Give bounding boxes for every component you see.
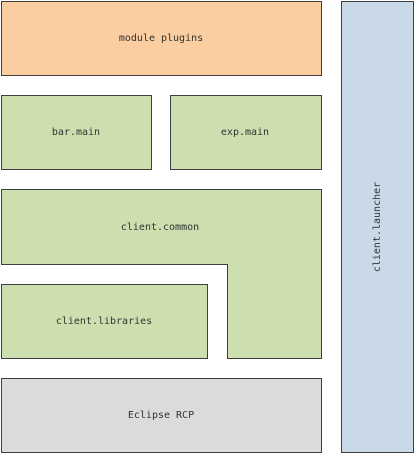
module-plugins-label: module plugins — [119, 33, 203, 44]
eclipse-rcp-label: Eclipse RCP — [128, 410, 194, 421]
eclipse-rcp-block: Eclipse RCP — [1, 378, 322, 453]
client-launcher-block: client.launcher — [341, 1, 414, 453]
client-common-block: client.common — [1, 189, 322, 359]
bar-main-label: bar.main — [52, 127, 100, 138]
exp-main-label: exp.main — [221, 127, 269, 138]
client-launcher-label: client.launcher — [372, 182, 383, 272]
exp-main-block: exp.main — [170, 95, 322, 170]
bar-main-block: bar.main — [1, 95, 152, 170]
client-common-label: client.common — [121, 222, 199, 233]
module-plugins-block: module plugins — [1, 1, 322, 76]
client-libraries-label: client.libraries — [56, 316, 152, 327]
client-libraries-block: client.libraries — [1, 284, 208, 359]
